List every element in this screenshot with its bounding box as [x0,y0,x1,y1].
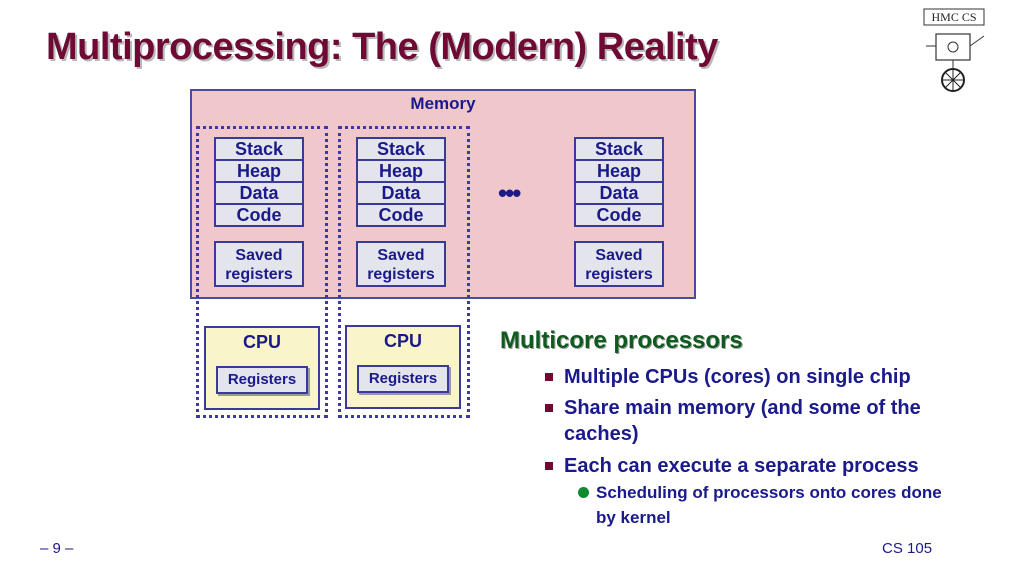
saved-registers: Saved registers [574,241,664,287]
data-segment: Data [356,181,446,205]
round-bullet-icon [578,487,589,498]
cpu-label: CPU [242,332,281,352]
registers: Registers [357,365,449,393]
cpu-core-1: CPU Registers [204,326,320,410]
heap-segment: Heap [214,159,304,183]
code-segment: Code [214,203,304,227]
section-heading: Multicore processors [500,327,743,354]
memory-label: Memory [410,94,476,113]
course-label: CS 105 [882,540,933,557]
sub-bullet-text: Scheduling of processors onto cores done… [596,483,942,527]
bullet-text: Share main memory (and some of the cache… [564,397,921,445]
cpu-core-2: CPU Registers [345,325,461,409]
hmc-cs-logo: HMC CS [923,8,985,92]
code-segment: Code [356,203,446,227]
process-2-address-space: Stack Heap Data Code [356,137,446,227]
square-bullet-icon [545,373,553,381]
code-segment: Code [574,203,664,227]
bullet-text: Each can execute a separate process [564,455,919,477]
cpu-label: CPU [383,331,422,351]
process-core-group-1 [196,126,328,418]
page-number: – 9 – [40,540,74,557]
ellipsis: ••• [498,178,521,208]
data-segment: Data [574,181,664,205]
registers: Registers [216,366,308,394]
saved-registers: Saved registers [356,241,446,287]
process-3-address-space: Stack Heap Data Code [574,137,664,227]
stack-segment: Stack [214,137,304,161]
data-segment: Data [214,181,304,205]
logo-text: HMC CS [931,10,976,24]
stack-segment: Stack [574,137,664,161]
bullet-text: Multiple CPUs (cores) on single chip [564,366,911,388]
process-core-group-2 [338,126,470,418]
heap-segment: Heap [356,159,446,183]
heap-segment: Heap [574,159,664,183]
saved-registers: Saved registers [214,241,304,287]
stack-segment: Stack [356,137,446,161]
square-bullet-icon [545,462,553,470]
process-1-address-space: Stack Heap Data Code [214,137,304,227]
slide-title: Multiprocessing: The (Modern) Reality [46,26,718,68]
square-bullet-icon [545,404,553,412]
